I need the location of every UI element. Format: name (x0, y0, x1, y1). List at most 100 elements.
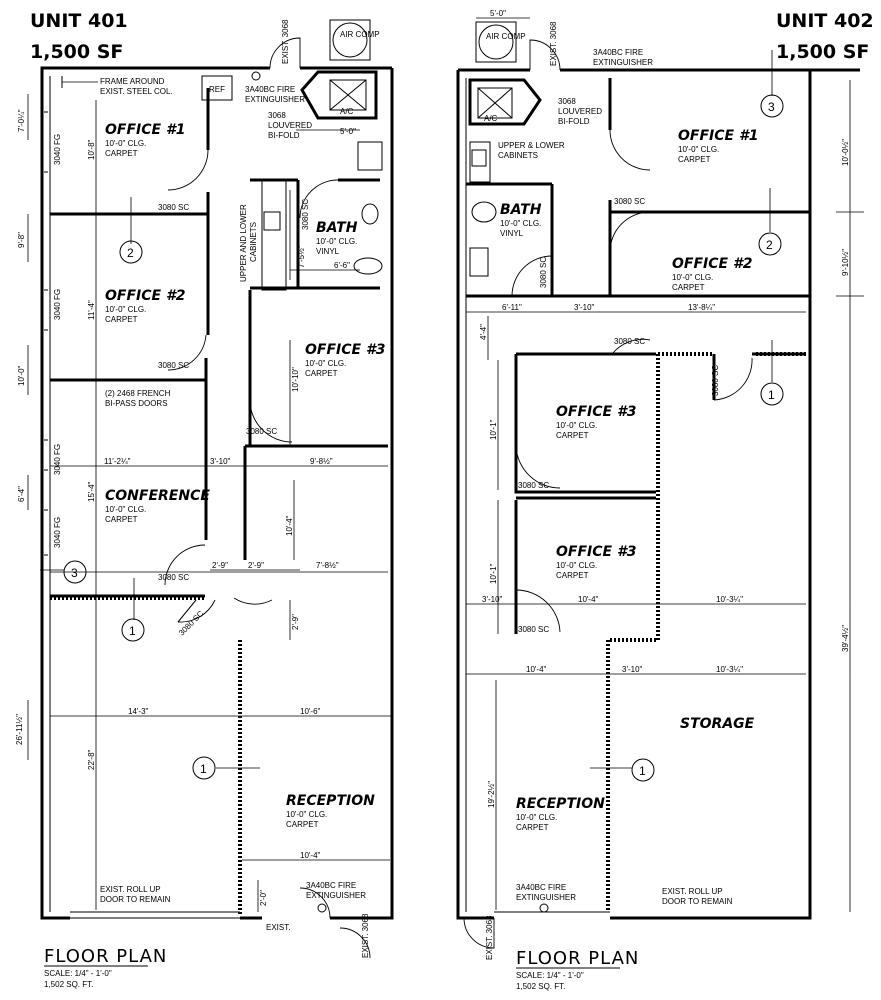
dim-10-8: 10'-8" (87, 139, 96, 160)
floor-plan-title-right: FLOOR PLAN (516, 948, 639, 969)
shower-icon (357, 141, 383, 171)
cabinets (261, 179, 287, 291)
conference-label: CONFERENCE 10'-0" CLG. CARPET (105, 488, 210, 524)
exist-bottom-label: EXIST. (266, 923, 290, 932)
office3a-label-r: OFFICE #3 10'-0" CLG. CARPET (556, 404, 636, 440)
dim-7-5: 7'-5½" (297, 245, 306, 268)
office1-name: OFFICE #1 (105, 122, 185, 138)
bath-door (299, 179, 339, 219)
dim-15-4: 15'-4" (87, 481, 96, 502)
bath-walls (250, 178, 380, 290)
office1-door (167, 149, 209, 191)
reception-label-r: RECEPTION 10'-0" CLG. CARPET (516, 796, 605, 832)
dim-10-0-r: 10'-0½" (841, 139, 850, 166)
reception-door-2 (233, 597, 273, 605)
rollup-note-1: EXIST. ROLL UP (100, 885, 161, 894)
office3-door (249, 399, 293, 443)
fg-tag-2: 3040 FG (53, 289, 62, 320)
cabinet-r (469, 141, 491, 183)
exist-3068-top-label: EXIST. 3068 (281, 19, 290, 64)
dim-6-4: 6'-4" (17, 486, 26, 502)
extinguisher-2-icon-r (539, 903, 549, 913)
right-dimension-lines (466, 80, 864, 912)
callout-leaders (40, 197, 260, 769)
exist-door-bottom-r (463, 917, 495, 949)
office1-ceiling-r: 10'-0" CLG. (678, 145, 719, 154)
bath-name: BATH (316, 220, 358, 236)
exist-3068-top-r: EXIST. 3068 (549, 21, 558, 66)
tag-1b-label: 1 (200, 762, 207, 776)
bath-ceiling-r: 10'-0" CLG. (500, 219, 541, 228)
tag-circle-1a-r (760, 382, 784, 406)
office2-name: OFFICE #2 (105, 288, 185, 304)
office2-floor-r: CARPET (672, 283, 705, 292)
floor-plan-title-left: FLOOR PLAN (44, 946, 167, 967)
area-left: 1,502 SQ. FT. (44, 980, 93, 989)
french-note-1: (2) 2468 FRENCH (105, 389, 171, 398)
unit-401-title: UNIT 401 (30, 10, 128, 32)
hatched-partition-r (606, 352, 806, 912)
rollup-note-2: DOOR TO REMAIN (100, 895, 171, 904)
dim-2-9a: 2'-9" (212, 561, 228, 570)
rollup-note-1-r: EXIST. ROLL UP (662, 887, 723, 896)
frame-note-2: EXIST. STEEL COL. (100, 87, 173, 96)
office3-walls-r (514, 352, 806, 634)
tag-1b-label-r: 1 (639, 764, 646, 778)
office3-top-door-r (611, 338, 651, 355)
reception-label: RECEPTION 10'-0" CLG. CARPET (286, 793, 375, 829)
bath-ceiling: 10'-0" CLG. (316, 237, 357, 246)
left-office-east-walls (204, 88, 210, 540)
office3-name: OFFICE #3 (305, 342, 385, 358)
tag-2-label: 2 (127, 246, 134, 260)
office1-label-r: OFFICE #1 10'-0" CLG. CARPET (678, 128, 758, 164)
dim-10-1b-r: 10'-1" (489, 563, 498, 584)
dim-10-4-r: 10'-4" (578, 595, 599, 604)
louver-1-r: 3068 (558, 97, 576, 106)
office2-label-r: OFFICE #2 10'-0" CLG. CARPET (672, 256, 752, 292)
office2-ceiling-r: 10'-0" CLG. (672, 273, 713, 282)
dim-10-0: 10'-0" (17, 365, 26, 386)
tag-2-label-r: 2 (766, 238, 773, 252)
ac-label-r: A/C (484, 114, 498, 123)
dim-9-8b: 9'-8½" (310, 457, 333, 466)
dim-22-8: 22'-8" (87, 749, 96, 770)
conference-floor: CARPET (105, 515, 138, 524)
ac-cross (329, 79, 367, 111)
conference-door (164, 544, 206, 586)
scale-left: SCALE: 1/4" - 1'-0" (44, 969, 112, 978)
air-comp-label-r: AIR COMP (486, 32, 526, 41)
bath-floor-r: VINYL (500, 229, 524, 238)
office3a-floor-r: CARPET (556, 431, 589, 440)
dim-11-2: 11'-2¼" (104, 457, 131, 466)
tag-circle-2-r (758, 232, 782, 256)
area-right: 1,502 SQ. FT. (516, 982, 565, 991)
left-rollup-door (70, 911, 240, 919)
dim-3-10c-r: 3'-10" (622, 665, 643, 674)
conference-name: CONFERENCE (105, 488, 210, 504)
dim-13-8-r: 13'-8¼" (688, 303, 715, 312)
office2-door (167, 334, 207, 371)
air-comp-box-r (475, 21, 517, 63)
storage-name-r: STORAGE (680, 716, 755, 732)
ref-label: REF (209, 85, 225, 94)
dim-6-11-r: 6'-11" (502, 303, 522, 312)
left-dimension-lines (27, 94, 392, 912)
dim-3-10b-r: 3'-10" (482, 595, 503, 604)
unit-402-title: UNIT 402 (776, 10, 874, 32)
ext2-line1-r: 3A40BC FIRE (516, 883, 566, 892)
office2-floor: CARPET (105, 315, 138, 324)
dim-14-3: 14'-3" (128, 707, 149, 716)
tag-1a-label: 1 (129, 624, 136, 638)
refrigerator (201, 75, 233, 101)
exist-3068-bottom-label: EXIST. 3068 (361, 913, 370, 958)
sc-tag-4-r: 3080 SC (518, 481, 549, 490)
dim-7-0: 7'-0¼" (17, 109, 26, 132)
fg-tag-1: 3040 FG (53, 134, 62, 165)
dim-10-4b-r: 10'-4" (526, 665, 547, 674)
fg-tag-3: 3040 FG (53, 444, 62, 475)
bath-floor: VINYL (316, 247, 340, 256)
dim-4-4-r: 4'-4" (479, 324, 488, 340)
storage-door-r (713, 357, 753, 401)
bath-door-r (511, 255, 553, 297)
